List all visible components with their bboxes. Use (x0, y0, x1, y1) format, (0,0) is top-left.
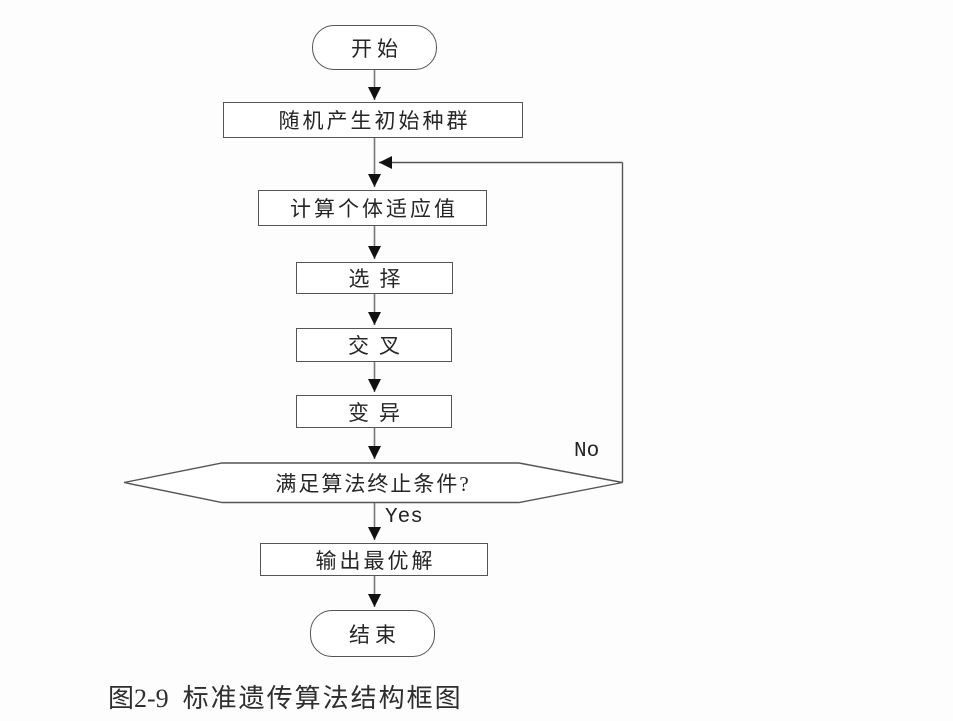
branch-label-no: No (574, 440, 600, 463)
flow-node-start: 开始 (312, 25, 437, 70)
flow-node-termination-condition: 满足算法终止条件? (275, 471, 471, 496)
flow-node-fitness: 计算个体适应值 (258, 190, 487, 226)
flow-node-init-population: 随机产生初始种群 (223, 102, 523, 138)
flow-node-output: 输出最优解 (260, 543, 488, 576)
flow-node-crossover: 交叉 (296, 328, 452, 362)
figure-caption: 图2-9 标准遗传算法结构框图 (108, 678, 463, 715)
flow-node-end: 结束 (310, 610, 435, 657)
flow-node-mutation: 变异 (296, 395, 452, 428)
branch-label-yes: Yes (385, 506, 423, 529)
flow-node-selection: 选择 (296, 262, 453, 294)
decision-hexagon-shape (123, 462, 623, 504)
figure-caption-title: 标准遗传算法结构框图 (182, 684, 463, 713)
figure-caption-number: 图2-9 (108, 684, 169, 713)
